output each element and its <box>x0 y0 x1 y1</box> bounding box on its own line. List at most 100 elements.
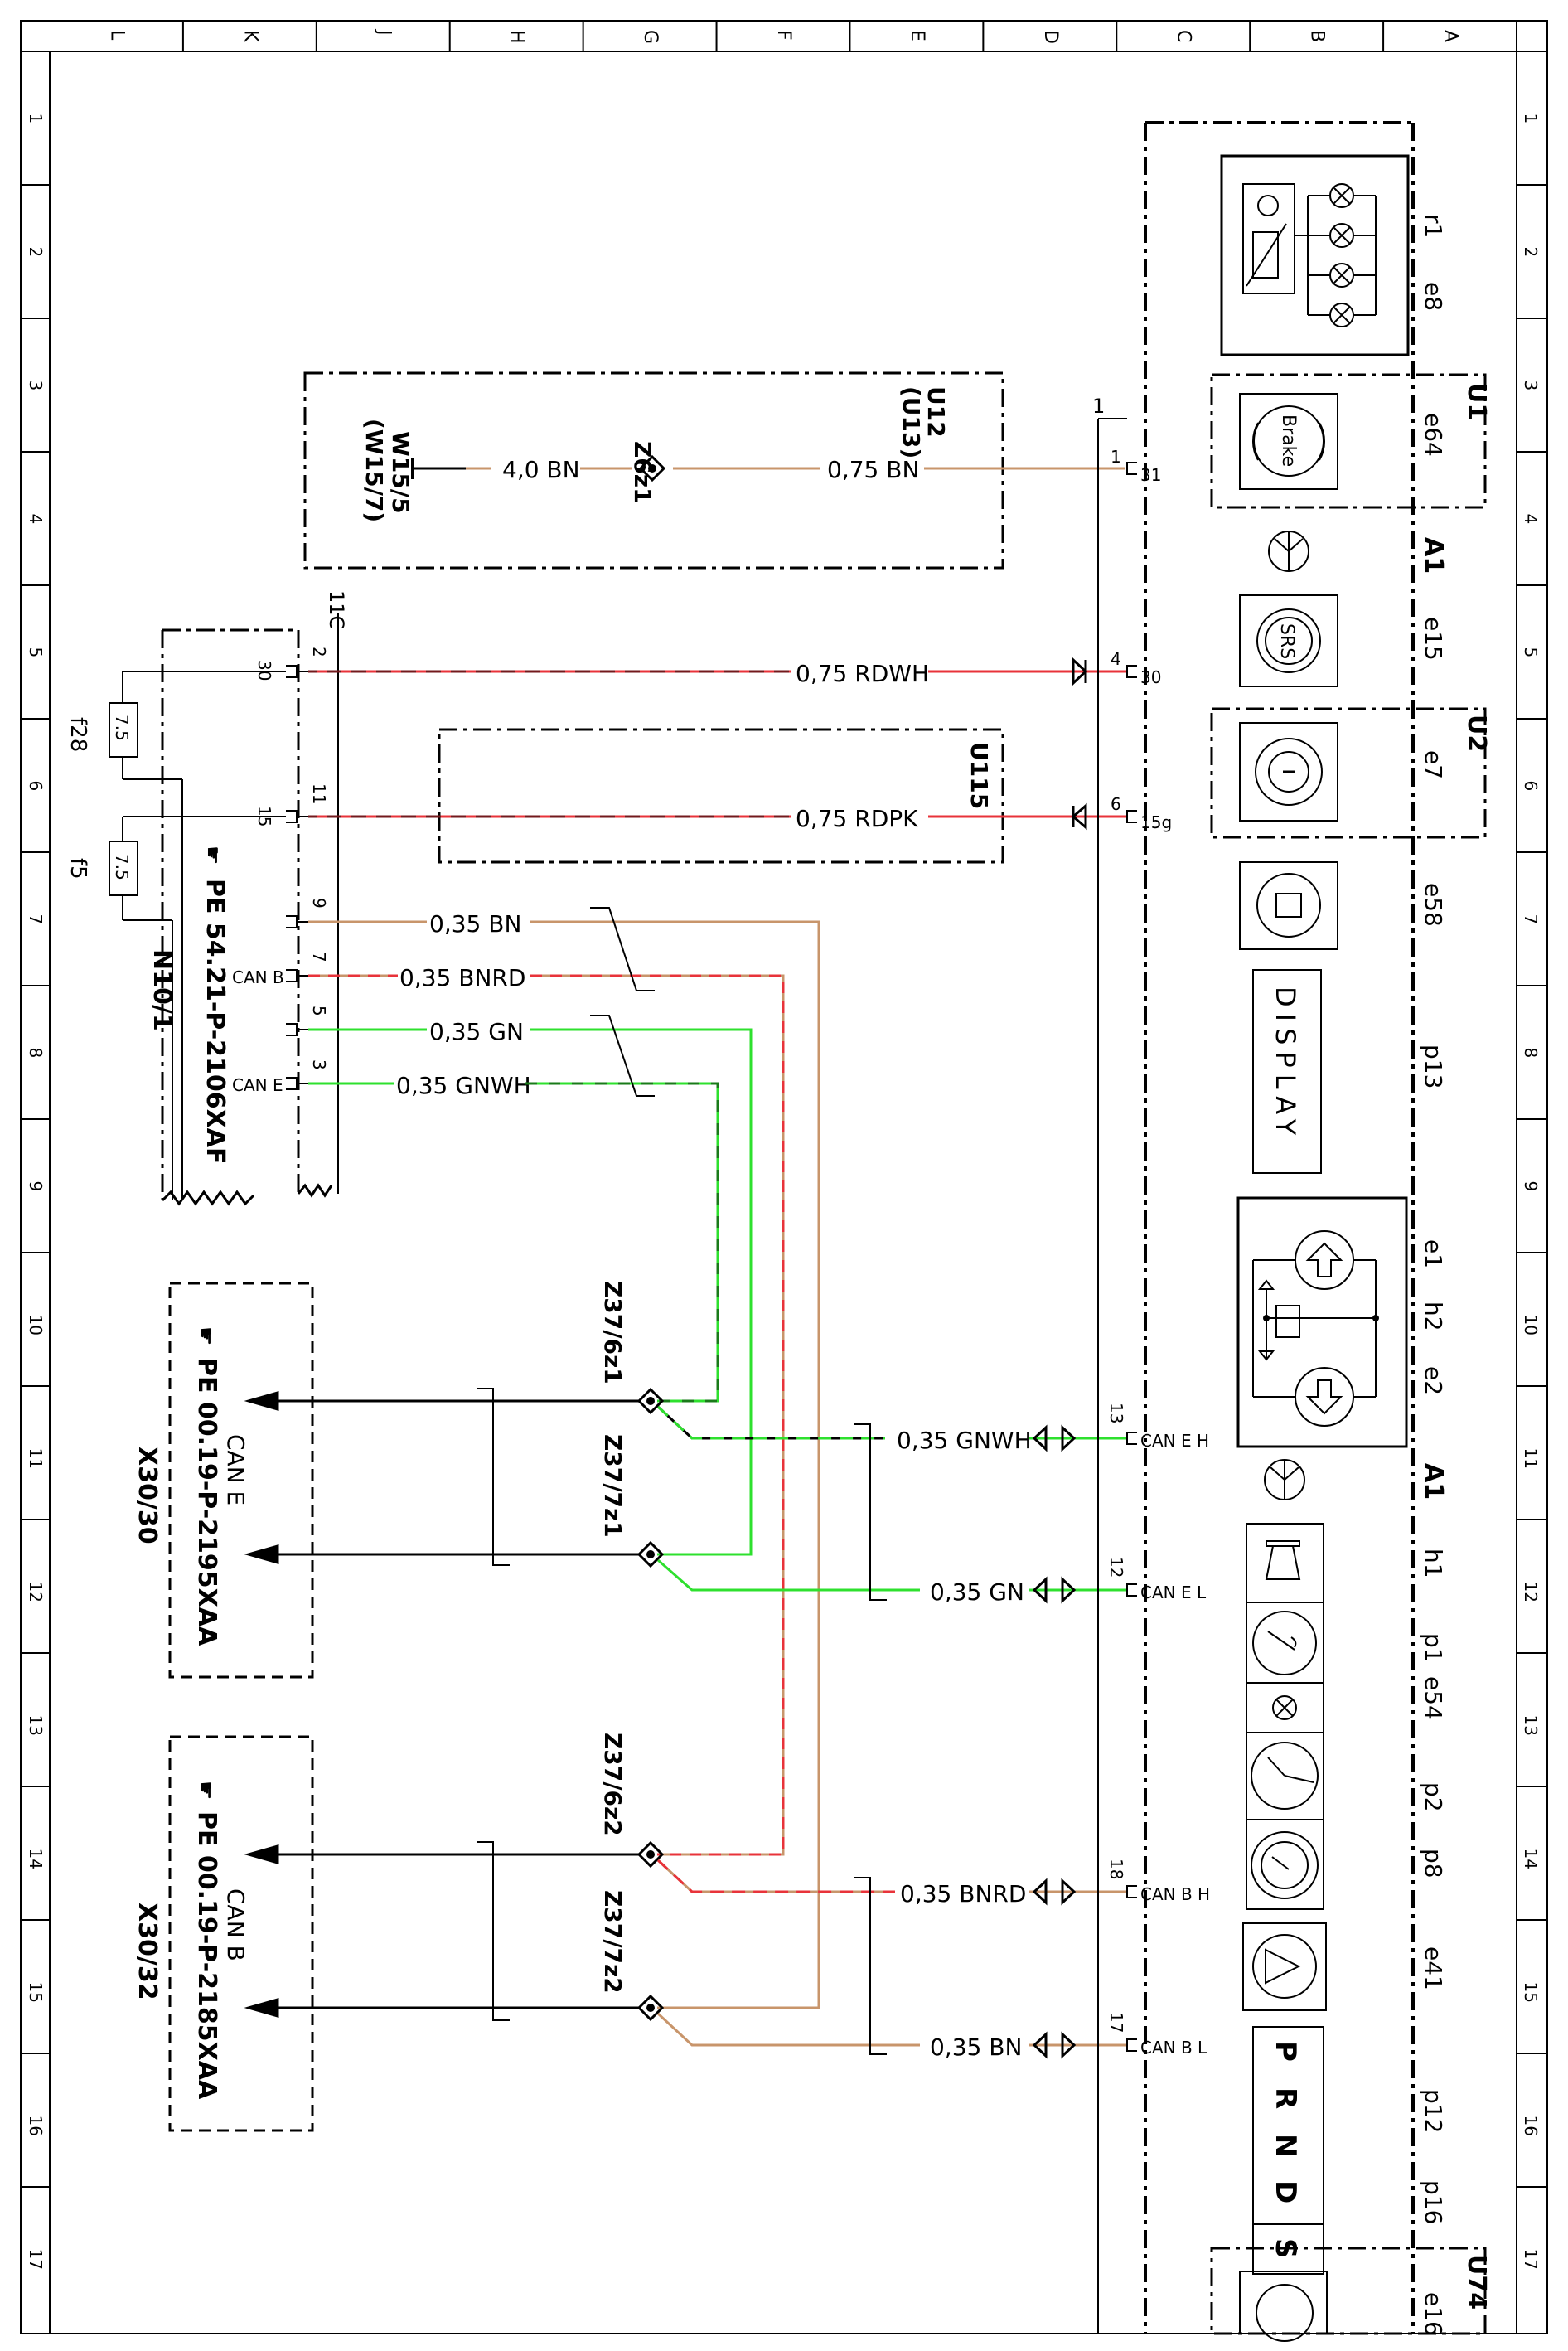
splice-z37-7z1-label: Z37/7z1 <box>599 1434 627 1538</box>
ref-e2: e2 <box>1420 1366 1447 1395</box>
row-marker-5-right: 5 <box>1521 647 1541 658</box>
ref-e54: e54 <box>1420 1676 1447 1720</box>
row-marker-12-right: 12 <box>1521 1582 1541 1602</box>
row-marker-7-right: 7 <box>1521 914 1541 925</box>
cluster-pin-12-num: 12 <box>1106 1557 1126 1578</box>
splice-z37-6z2-label: Z37/6z2 <box>599 1733 627 1836</box>
column-marker-b: B <box>1307 30 1328 42</box>
row-marker-14-right: 14 <box>1521 1849 1541 1869</box>
row-marker-16-left: 16 <box>26 2116 46 2136</box>
splice-z37-6z1-label: Z37/6z1 <box>599 1281 627 1384</box>
row-marker-2-left: 2 <box>26 247 46 258</box>
cluster-pin-4-num: 4 <box>1111 649 1121 669</box>
u115-label: U115 <box>965 742 993 809</box>
srs-text: SRS <box>1276 623 1297 659</box>
row-marker-13-right: 13 <box>1521 1715 1541 1736</box>
sam-pin-5: 5 <box>309 1006 329 1016</box>
wire-bn-sam: 0,35 BN <box>429 910 521 938</box>
column-marker-g: G <box>640 30 661 44</box>
column-marker-l: L <box>106 30 127 41</box>
wire-bnrd-cluster: 0,35 BNRD <box>900 1880 1026 1907</box>
column-marker-j: J <box>373 28 394 36</box>
row-marker-10-right: 10 <box>1521 1315 1541 1335</box>
wire-bn-cluster: 0,35 BN <box>930 2033 1022 2061</box>
sam-module-n10-1: 11C N10/1 PE 54.21-P-2106XAF ☛ 7.5 f28 7… <box>65 590 348 1206</box>
row-marker-6-left: 6 <box>26 781 46 792</box>
wire-bnrd-sam: 0,35 BNRD <box>399 964 525 991</box>
row-marker-4-right: 4 <box>1521 514 1541 525</box>
wire-gn-cluster: 0,35 GN <box>930 1578 1024 1606</box>
illumination-block: r1 e8 <box>1220 154 1447 356</box>
u1-brake-box: Brake U1 e64 <box>1210 373 1491 509</box>
row-marker-17-left: 17 <box>26 2249 46 2270</box>
can-e-box-label: CAN E <box>222 1434 249 1505</box>
gauge-block <box>1246 1523 1324 1910</box>
fuse-f28-value: 7.5 <box>112 715 132 741</box>
cluster-pin-17-num: 17 <box>1106 2012 1126 2033</box>
cluster-pin-18-name: CAN B H <box>1140 1884 1210 1904</box>
ref-p12: p12 <box>1420 2089 1447 2133</box>
cluster-pin-1-name: 31 <box>1140 465 1161 485</box>
u13-label: (U13) <box>898 386 925 458</box>
ref-p13: p13 <box>1420 1045 1447 1088</box>
ref-a1-bottom: A1 <box>1419 1463 1448 1500</box>
warning-lamp-e41 <box>1242 1922 1327 2011</box>
ref-a1-top: A1 <box>1419 537 1448 574</box>
row-marker-15-left: 15 <box>26 1982 46 2003</box>
fuse-f28: 7.5 f28 <box>65 671 286 1198</box>
row-marker-3-left: 3 <box>26 381 46 391</box>
column-marker-e: E <box>907 30 927 41</box>
sam-pin-3: 3 <box>309 1059 329 1070</box>
cluster-pin-6-num: 6 <box>1111 794 1121 814</box>
ref-e1: e1 <box>1420 1239 1447 1268</box>
row-marker-10-left: 10 <box>26 1315 46 1335</box>
column-marker-a: A <box>1440 30 1461 42</box>
fuse-f28-label: f28 <box>65 717 90 752</box>
column-marker-c: C <box>1174 30 1194 42</box>
row-marker-7-left: 7 <box>26 914 46 925</box>
ground-wires: 4,0 BN 0,75 BN <box>411 454 1125 483</box>
sam-pin-9: 9 <box>309 898 329 909</box>
can-e-connector: X30/30 <box>133 1447 162 1544</box>
u74-box: U74 e16 <box>1210 2247 1491 2342</box>
engine-lamp-e58: e58 <box>1239 861 1447 950</box>
transistor-symbol-top <box>1268 531 1309 572</box>
splice-z37-6z1: Z37/6z1 <box>599 1281 665 1415</box>
row-marker-17-right: 17 <box>1521 2249 1541 2270</box>
ref-e8: e8 <box>1420 282 1447 311</box>
ref-u74: U74 <box>1462 2255 1491 2310</box>
sam-pin-2: 2 <box>309 647 329 657</box>
brake-text: Brake <box>1278 414 1299 467</box>
sam-pin-terminals <box>286 665 308 1090</box>
can-b-box-label: CAN B <box>222 1888 249 1961</box>
can-e-box: CAN E ☛ PE 00.19-P-2195XAA X30/30 <box>133 1282 314 1679</box>
can-wires-sam: 0,35 BN 0,35 BNRD 0,35 GN 0,35 GNWH <box>308 907 820 2009</box>
column-marker-d: D <box>1040 30 1061 44</box>
ref-u1: U1 <box>1462 383 1491 420</box>
sam-can-b-label: CAN B <box>232 967 284 987</box>
splice-z37-7z2: Z37/7z2 <box>599 1890 665 2022</box>
ref-e58: e58 <box>1420 883 1447 927</box>
cluster-connector-label: 1 <box>1092 395 1105 418</box>
splice-z6z1 <box>638 454 666 482</box>
can-b-hand-icon: ☛ <box>193 1781 218 1800</box>
can-b-doc-ref: PE 00.19-P-2185XAA <box>192 1811 221 2100</box>
ref-p16: p16 <box>1420 2180 1447 2224</box>
wire-gn-sam: 0,35 GN <box>429 1018 524 1045</box>
fuse-f5-value: 7.5 <box>112 854 132 880</box>
power-wires: 0,75 RDWH 0,75 RDPK <box>308 657 1127 832</box>
display-text: DISPLAY <box>1270 986 1301 1142</box>
cluster-pin-1-num: 1 <box>1111 447 1121 467</box>
sam-pin-15-label: 15 <box>254 806 274 826</box>
row-marker-13-left: 13 <box>26 1715 46 1736</box>
fuse-f5: 7.5 f5 <box>65 816 286 1200</box>
ref-e7: e7 <box>1420 750 1447 779</box>
can-e-doc-ref: PE 00.19-P-2195XAA <box>192 1358 221 1646</box>
ref-u2: U2 <box>1462 715 1491 752</box>
ref-e64: e64 <box>1420 413 1447 457</box>
row-marker-11-left: 11 <box>26 1448 46 1469</box>
can-arrows <box>244 1388 640 2021</box>
